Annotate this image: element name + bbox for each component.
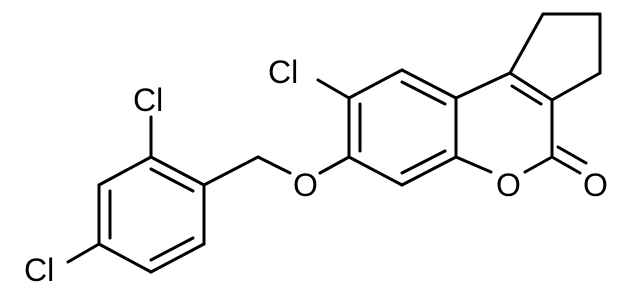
atom-labels: Cl Cl Cl O O O <box>24 54 608 288</box>
bond-lines <box>66 12 602 274</box>
bond <box>556 145 588 165</box>
oxygen-atom-label: O <box>496 167 521 203</box>
bond <box>256 155 292 175</box>
bond <box>550 71 602 102</box>
bond <box>149 242 206 274</box>
bond <box>454 71 512 100</box>
bond <box>508 12 545 75</box>
bond <box>149 167 195 193</box>
chlorine-atom-label: Cl <box>268 54 298 90</box>
oxygen-atom-label: O <box>293 167 318 203</box>
bond <box>66 242 101 264</box>
bond <box>347 155 404 187</box>
bond <box>149 155 206 187</box>
bond <box>508 71 554 102</box>
bond <box>400 68 458 100</box>
bond <box>347 68 404 100</box>
bond <box>550 155 582 175</box>
bond <box>510 84 543 106</box>
chlorine-atom-label: Cl <box>133 82 163 118</box>
bond <box>318 155 351 175</box>
bond <box>97 242 153 274</box>
bond <box>400 80 447 106</box>
bond <box>400 155 458 187</box>
bond <box>202 155 260 187</box>
oxygen-atom-label: O <box>583 167 608 203</box>
bond <box>523 155 554 174</box>
chlorine-atom-label: Cl <box>24 252 54 288</box>
bond <box>97 155 153 187</box>
bond <box>316 78 351 100</box>
bond <box>454 155 493 174</box>
bond <box>400 149 447 175</box>
bond <box>149 236 195 262</box>
